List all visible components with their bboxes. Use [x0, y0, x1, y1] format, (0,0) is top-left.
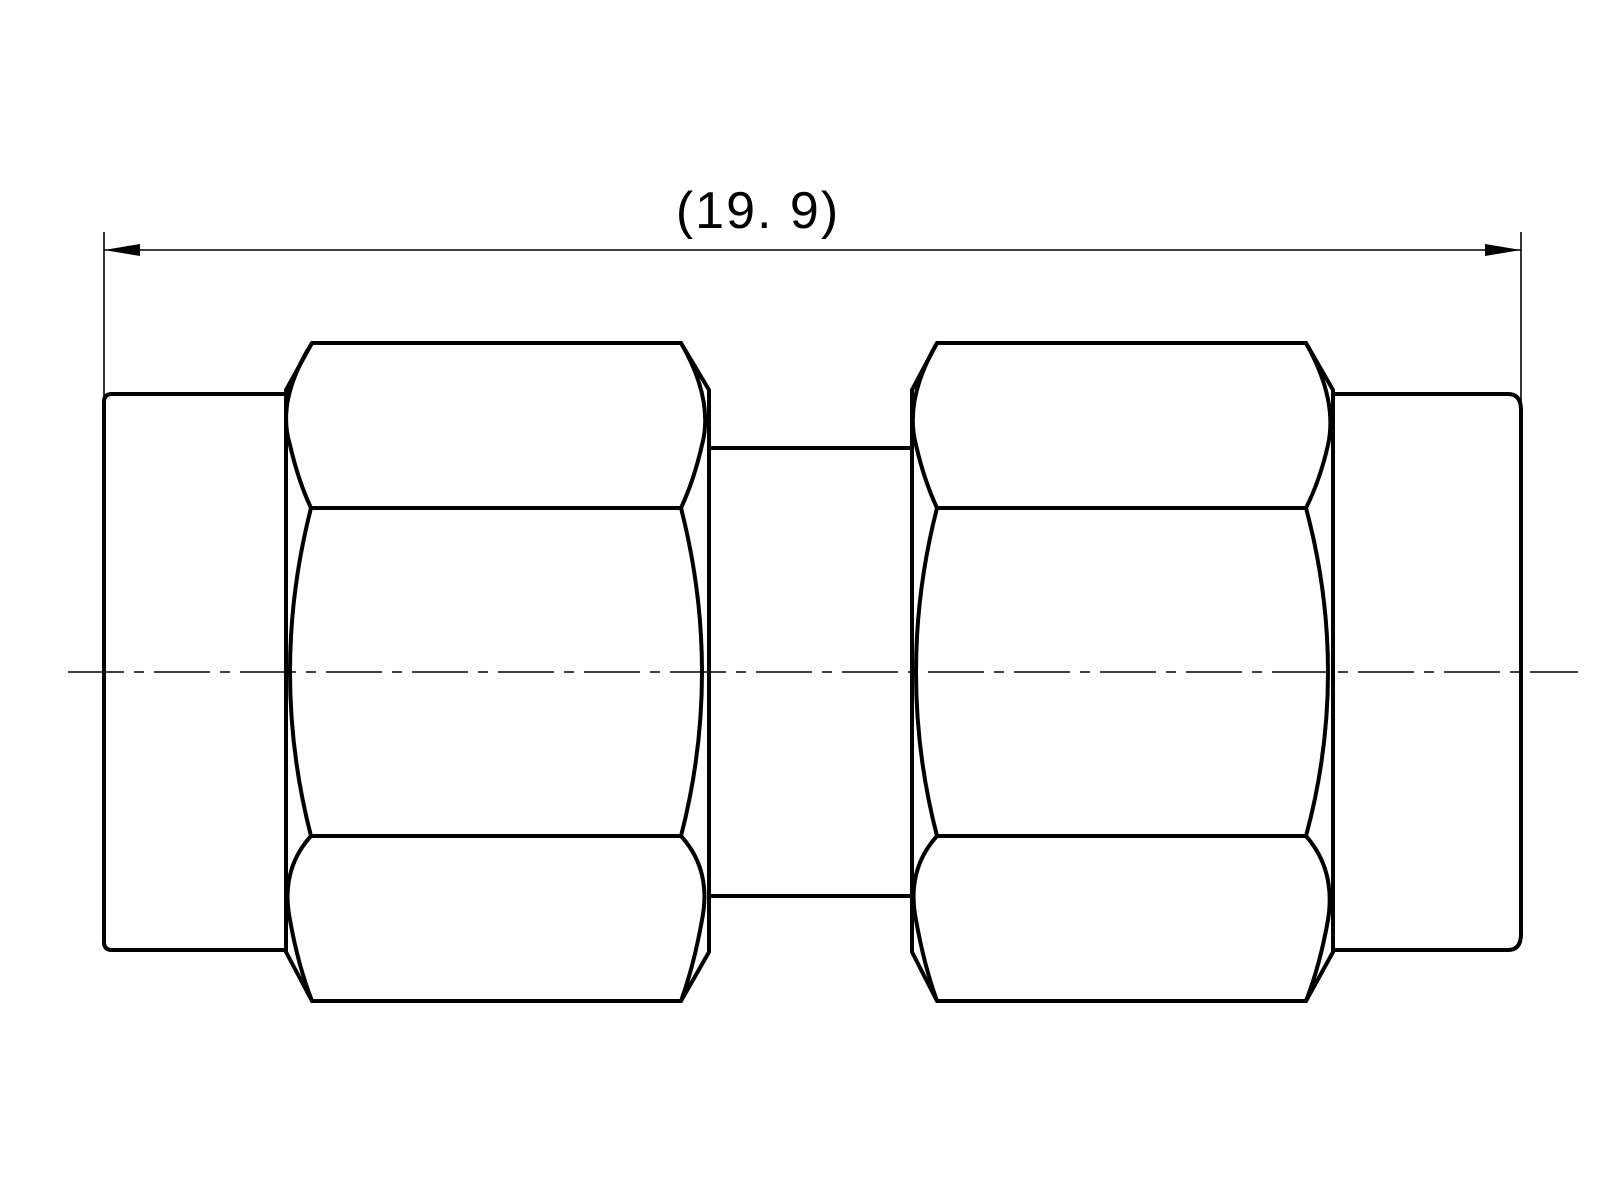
- left-hex-left-curve-top: [284, 341, 314, 510]
- center-shaft: [707, 446, 914, 898]
- right-hex-left-curve-top: [910, 341, 939, 510]
- left-hex-left-curve-bottom: [285, 834, 314, 1003]
- arrowhead-right: [1485, 244, 1521, 256]
- arrowhead-left: [104, 244, 140, 256]
- right-hex-left-curve-bottom: [911, 834, 939, 1003]
- right-end-cap: [1331, 392, 1523, 952]
- right-hex-right-curve-top: [1304, 341, 1333, 510]
- dimension-value: (19. 9): [676, 182, 840, 240]
- right-hex-right-curve-bottom: [1304, 834, 1332, 1003]
- overall-length-dimension: (19. 9): [103, 182, 1522, 406]
- left-hex-right-curve-bottom: [679, 834, 707, 1003]
- left-hex-right-curve-top: [679, 341, 708, 510]
- right-hex-nut: [910, 341, 1335, 1003]
